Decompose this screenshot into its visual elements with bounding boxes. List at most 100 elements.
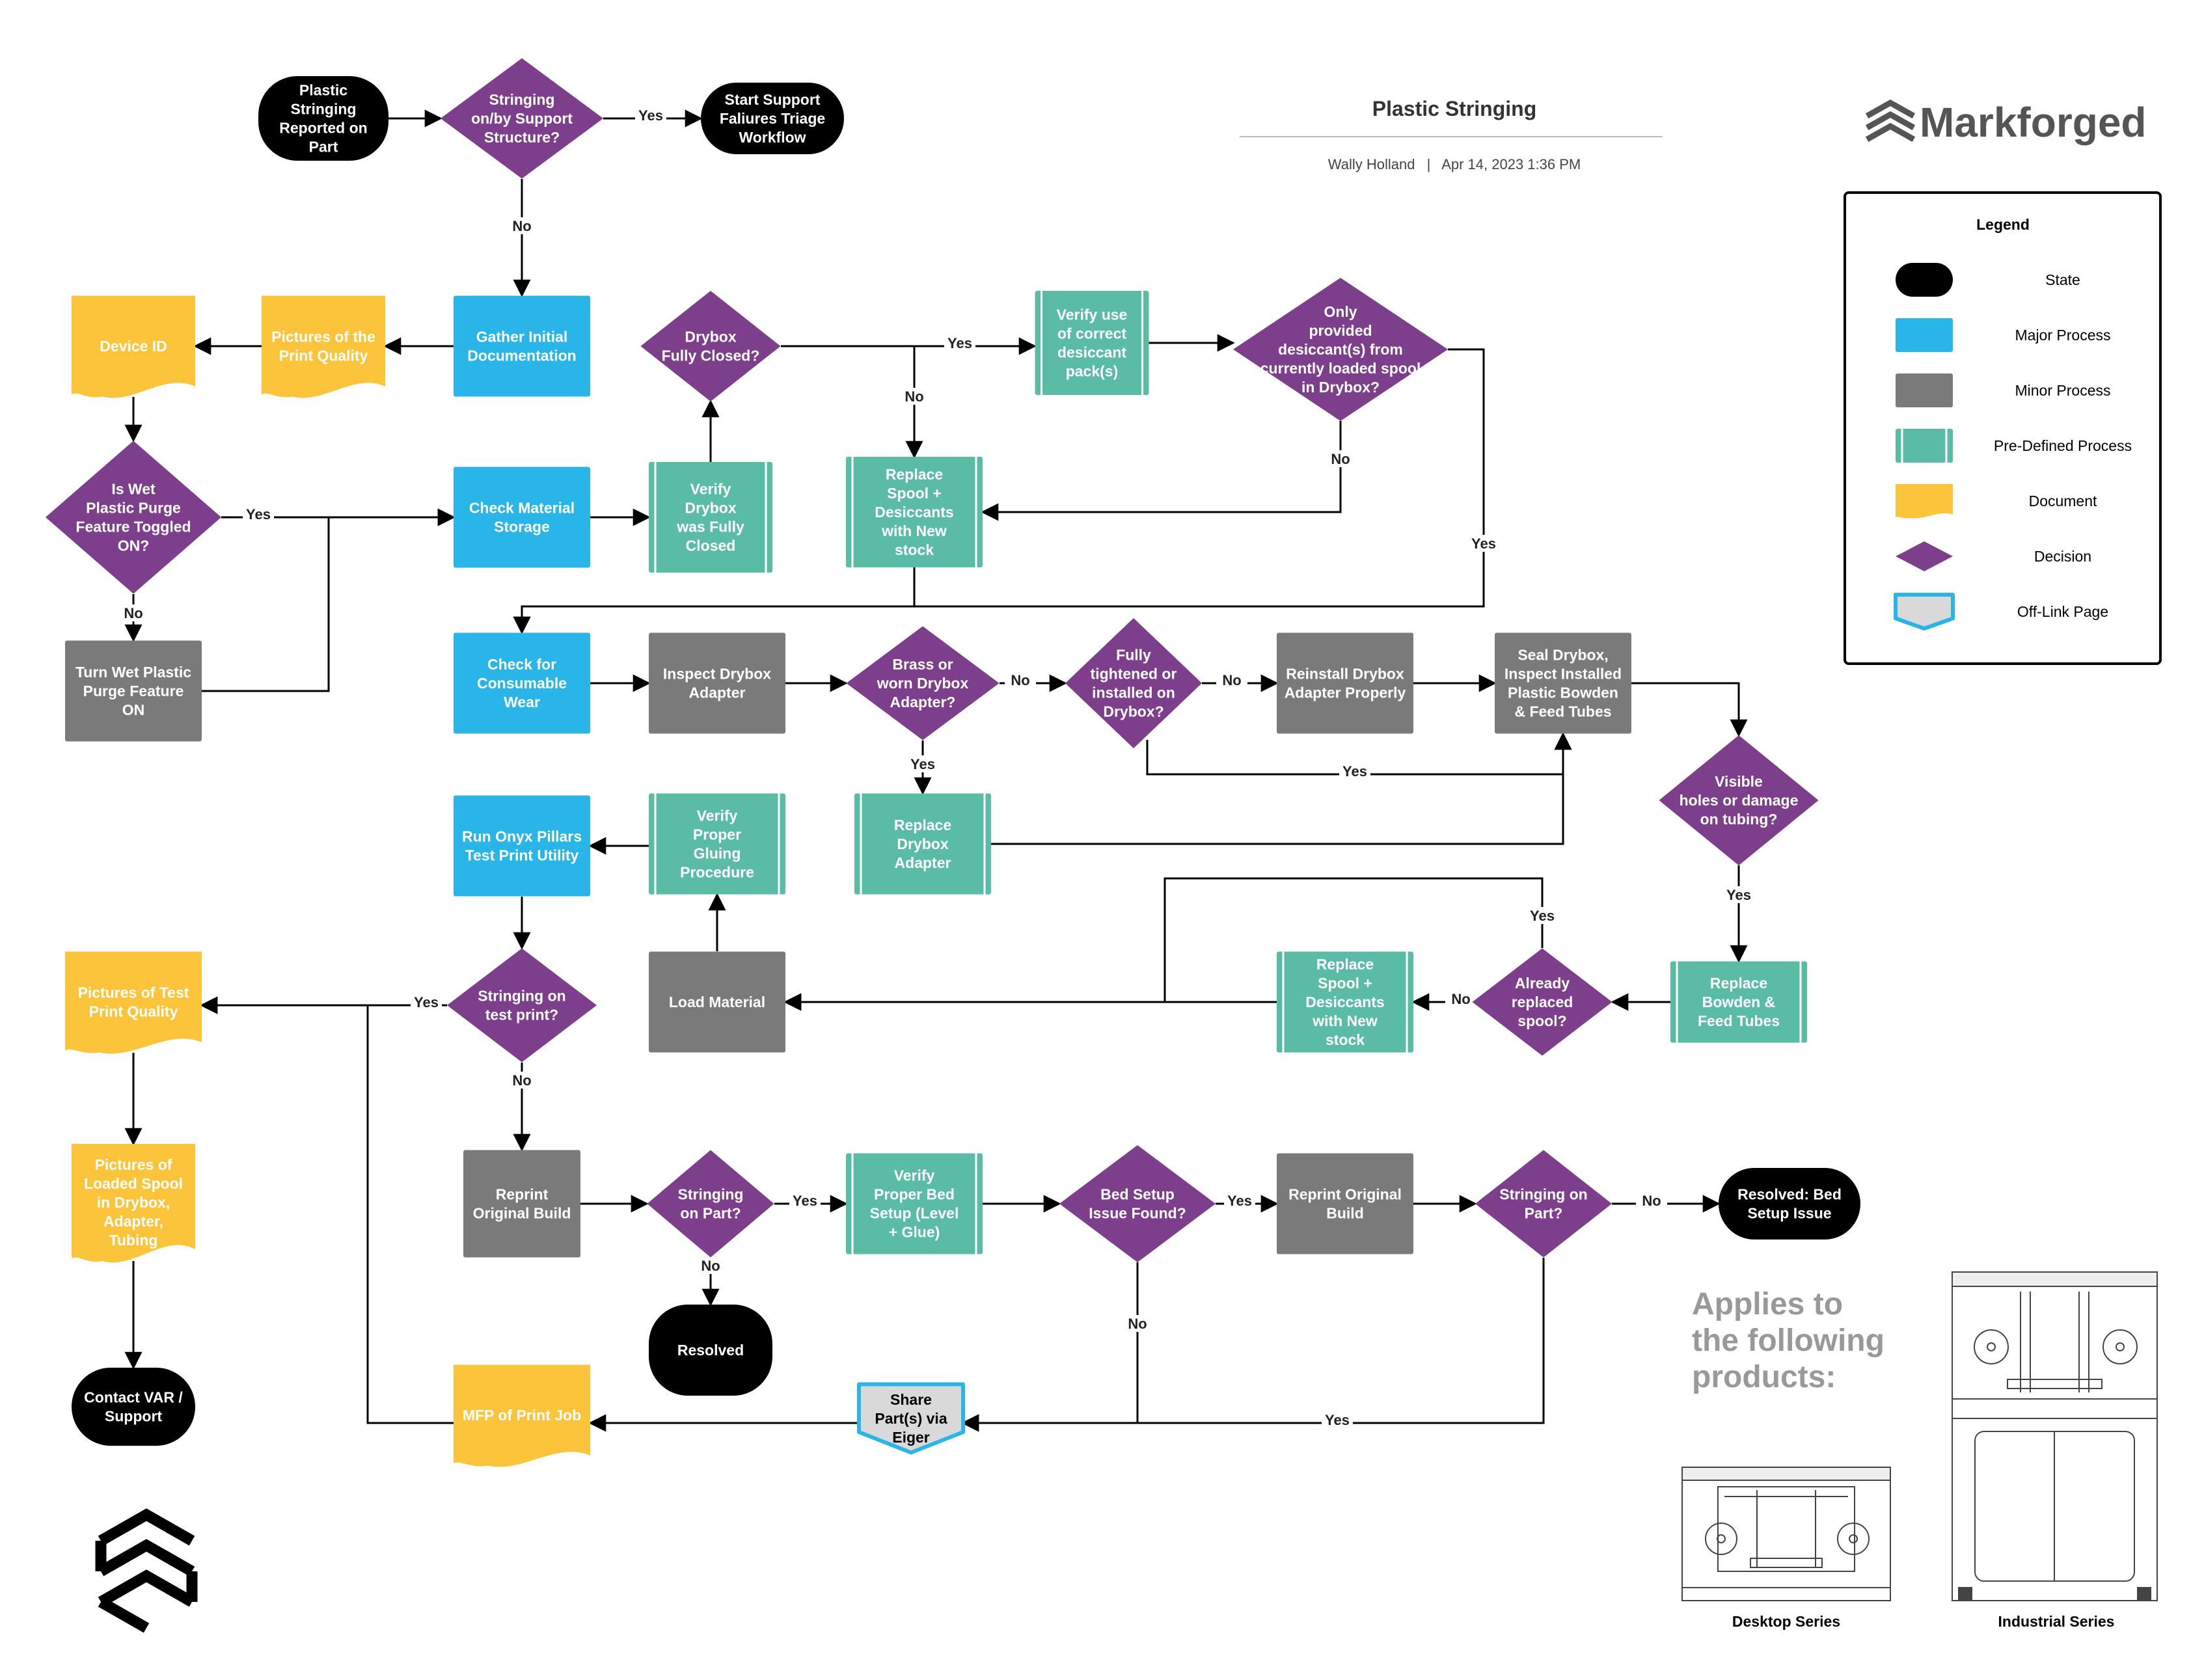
node-n33-line-1: Original Build [473,1205,571,1222]
node-n19-shape [1277,632,1413,734]
node-n13-line-0: Only [1324,303,1357,320]
node-n22-shape [1659,735,1819,865]
node-n20-shape [1495,632,1631,734]
edge-n24-to-n26 [783,877,1544,1011]
applies-line-1: Applies to [1692,1287,1843,1321]
edge-label-bg-n11-n12 [944,334,975,351]
edge-label-bg-n7-n8 [118,604,149,621]
node-n14-line-3: with New [881,522,947,539]
legend-item-state: State [1896,263,2080,297]
node-n10-line-2: was Fully [676,519,744,535]
node-n37-line-0: Bed Setup [1100,1186,1175,1203]
node-n32-shape [72,1368,195,1446]
edge-n39-to-n41 [961,1258,1545,1432]
node-n7-line-0: Is Wet [111,481,156,498]
node-n42-line-0: MFP of Print Job [463,1407,581,1424]
edge-label-n18-n20: Yes [1342,763,1367,779]
node-n41-shape [857,1382,965,1455]
node-n17-line-0: Brass or [892,656,953,673]
node-n7-shape [46,440,221,594]
edge-label-n11-n12: Yes [947,335,972,351]
node-n31-line-0: Pictures of [95,1156,172,1173]
legend-swatch-decision [1896,541,1953,571]
node-n36-line-2: Setup (Level [870,1205,959,1222]
node-n8-line-2: ON [122,701,145,718]
edge-label-bg-n11-n14 [899,388,930,405]
node-n13-line-1: provided [1309,322,1372,339]
node-n1-line-0: Plastic [299,82,347,99]
node-n15-line-2: Wear [504,694,540,711]
node-n40-line-0: Resolved: Bed [1737,1186,1842,1203]
edge-label-n17-n18: No [1011,672,1029,688]
node-n7-line-2: Feature Toggled [75,519,191,535]
legend-item-major: Major Process [1896,318,2110,352]
node-n19-line-0: Reinstall Drybox [1286,666,1404,683]
node-n3-line-2: Workflow [739,129,806,146]
node-n41-line-0: Share [890,1391,932,1408]
author-date-line: Wally Holland | Apr 14, 2023 1:36 PM [1328,156,1581,172]
edge-label-n37-n38: Yes [1227,1193,1252,1209]
node-n26-line-0: Load Material [669,994,765,1010]
page-title: Plastic Stringing [1372,97,1536,120]
edge-label-n39-n41: Yes [1325,1412,1350,1428]
node-n19-line-1: Adapter Properly [1285,684,1406,701]
industrial-printer-image [1952,1271,2158,1601]
node-n12-line-2: desiccant [1057,344,1126,361]
node-n11-line-1: Fully Closed? [662,347,760,364]
node-n20-line-2: Plastic Bowden [1508,684,1618,701]
edge-label-bg-n18-n20 [1339,763,1370,779]
edge-n20-to-n22 [1631,682,1748,737]
edge-label-n7-n8: No [124,605,143,621]
edge-label-n24-n25: No [1451,991,1470,1007]
node-n33-shape [463,1150,580,1258]
node-n27-line-0: Verify [697,807,738,824]
edge-label-bg-n2-n3 [635,107,666,124]
node-n12-line-1: of correct [1057,325,1126,342]
node-n27-line-1: Proper [693,826,741,843]
node-n10-line-1: Drybox [685,500,736,517]
node-n18-shape [1065,618,1202,748]
edge-label-n34-n35: No [701,1258,720,1274]
edge-label-n2-n3: Yes [638,107,663,124]
node-n24-line-1: replaced [1512,994,1573,1010]
node-n5-shape [262,295,385,398]
desktop-series-label: Desktop Series [1732,1613,1840,1630]
edge-label-bg-n18-n19 [1216,671,1247,688]
node-n1-line-3: Part [309,139,338,156]
edge-n21-to-n20 [991,732,1572,845]
markforged-logo-icon [1865,99,1916,142]
node-n20-line-3: & Feed Tubes [1514,703,1611,720]
node-n16-shape [649,632,785,734]
node-n17-shape [846,626,1000,740]
node-n25-line-1: Spool + [1318,975,1372,992]
node-n10-line-0: Verify [690,481,731,498]
node-n28-line-0: Run Onyx Pillars [462,828,582,845]
legend-item-document: Document [1896,484,2097,519]
industrial-series-label: Industrial Series [1998,1613,2115,1630]
node-n27-line-2: Gluing [694,845,741,862]
node-n36-line-1: Proper Bed [874,1186,955,1203]
edge-label-n37-n41: No [1128,1316,1147,1332]
legend-swatch-major [1896,318,1953,352]
node-n13-line-4: in Drybox? [1301,379,1380,396]
node-n23-line-0: Replace [1710,975,1767,992]
node-n4-line-0: Gather Initial [476,329,568,345]
node-n21-line-1: Drybox [897,835,948,852]
